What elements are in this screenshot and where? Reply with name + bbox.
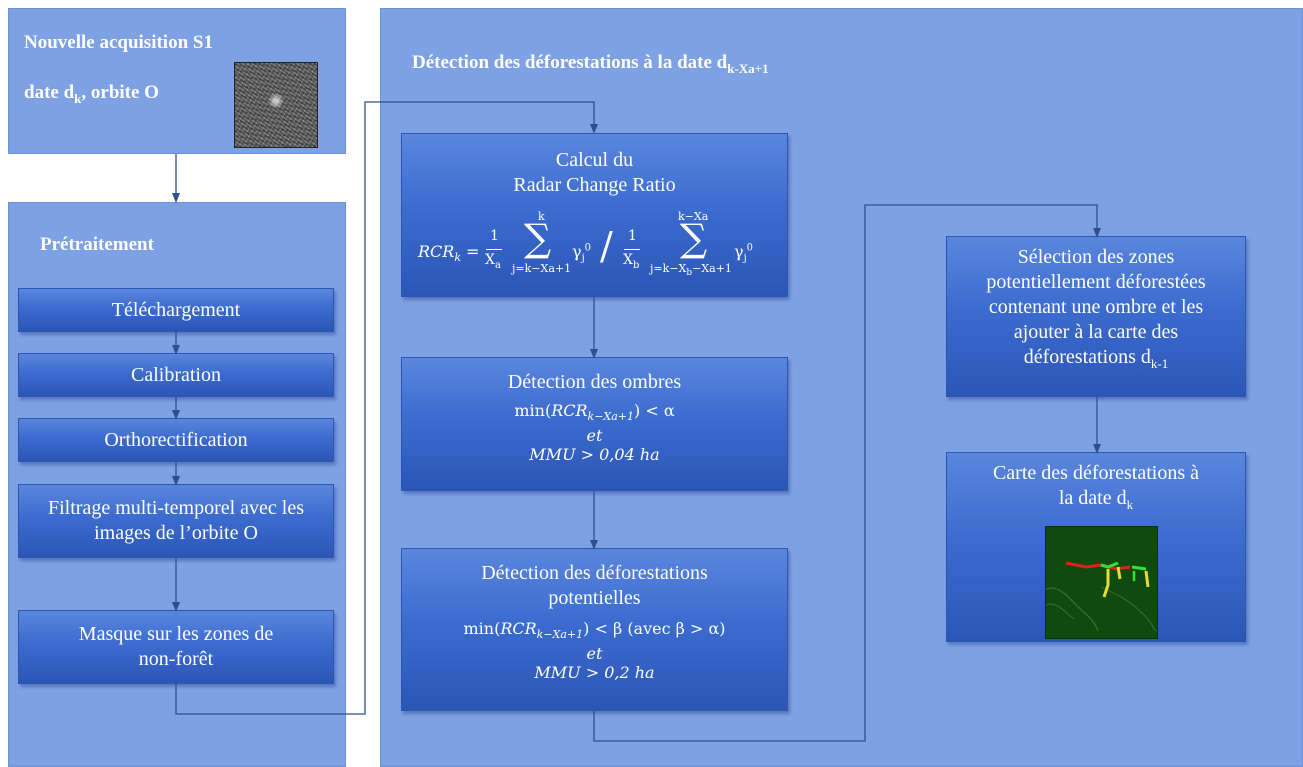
step-download: Téléchargement	[18, 288, 334, 332]
selection-box: Sélection des zones potentiellement défo…	[946, 236, 1246, 397]
shadow-detection-title: Détection des ombres	[507, 371, 682, 393]
potential-deforestation-box: Détection des déforestations potentielle…	[401, 548, 788, 711]
step-orthorectification: Orthorectification	[18, 418, 334, 462]
rcr-formula: RCRk = 1 Xa k ∑ j=k−Xa+1 γj0 / 1 Xb k−Xa…	[418, 210, 754, 279]
step-calibration: Calibration	[18, 353, 334, 397]
potential-condition-1: min(RCRk−Xa+1) < β (avec β > α)	[463, 619, 726, 642]
acquisition-title: Nouvelle acquisition S1	[24, 32, 213, 53]
shadow-detection-box: Détection des ombres min(RCRk−Xa+1) < α …	[401, 357, 788, 491]
rcr-computation-box: Calcul du Radar Change Ratio RCRk = 1 Xa…	[401, 133, 788, 297]
shadow-condition-and: et	[586, 426, 603, 446]
shadow-condition-2: MMU > 0,04 ha	[529, 445, 660, 465]
step-multitemporal-filtering: Filtrage multi-temporel avec les images …	[18, 484, 334, 558]
potential-deforestation-title: Détection des déforestations potentielle…	[481, 562, 708, 609]
deforestation-map-image	[1045, 526, 1158, 639]
deforestation-map-drawing	[1045, 561, 1158, 632]
preprocessing-title: Prétraitement	[40, 234, 154, 255]
potential-condition-and: et	[586, 644, 603, 664]
rcr-title: Calcul du Radar Change Ratio	[513, 149, 676, 196]
detection-title: Détection des déforestations à la date d…	[412, 52, 769, 76]
sar-image-thumbnail	[234, 62, 318, 148]
potential-condition-2: MMU > 0,2 ha	[534, 663, 655, 683]
shadow-condition-1: min(RCRk−Xa+1) < α	[514, 401, 675, 424]
acquisition-date-orbit: date dk, orbite O	[24, 82, 159, 106]
step-non-forest-mask: Masque sur les zones de non-forêt	[18, 610, 334, 684]
